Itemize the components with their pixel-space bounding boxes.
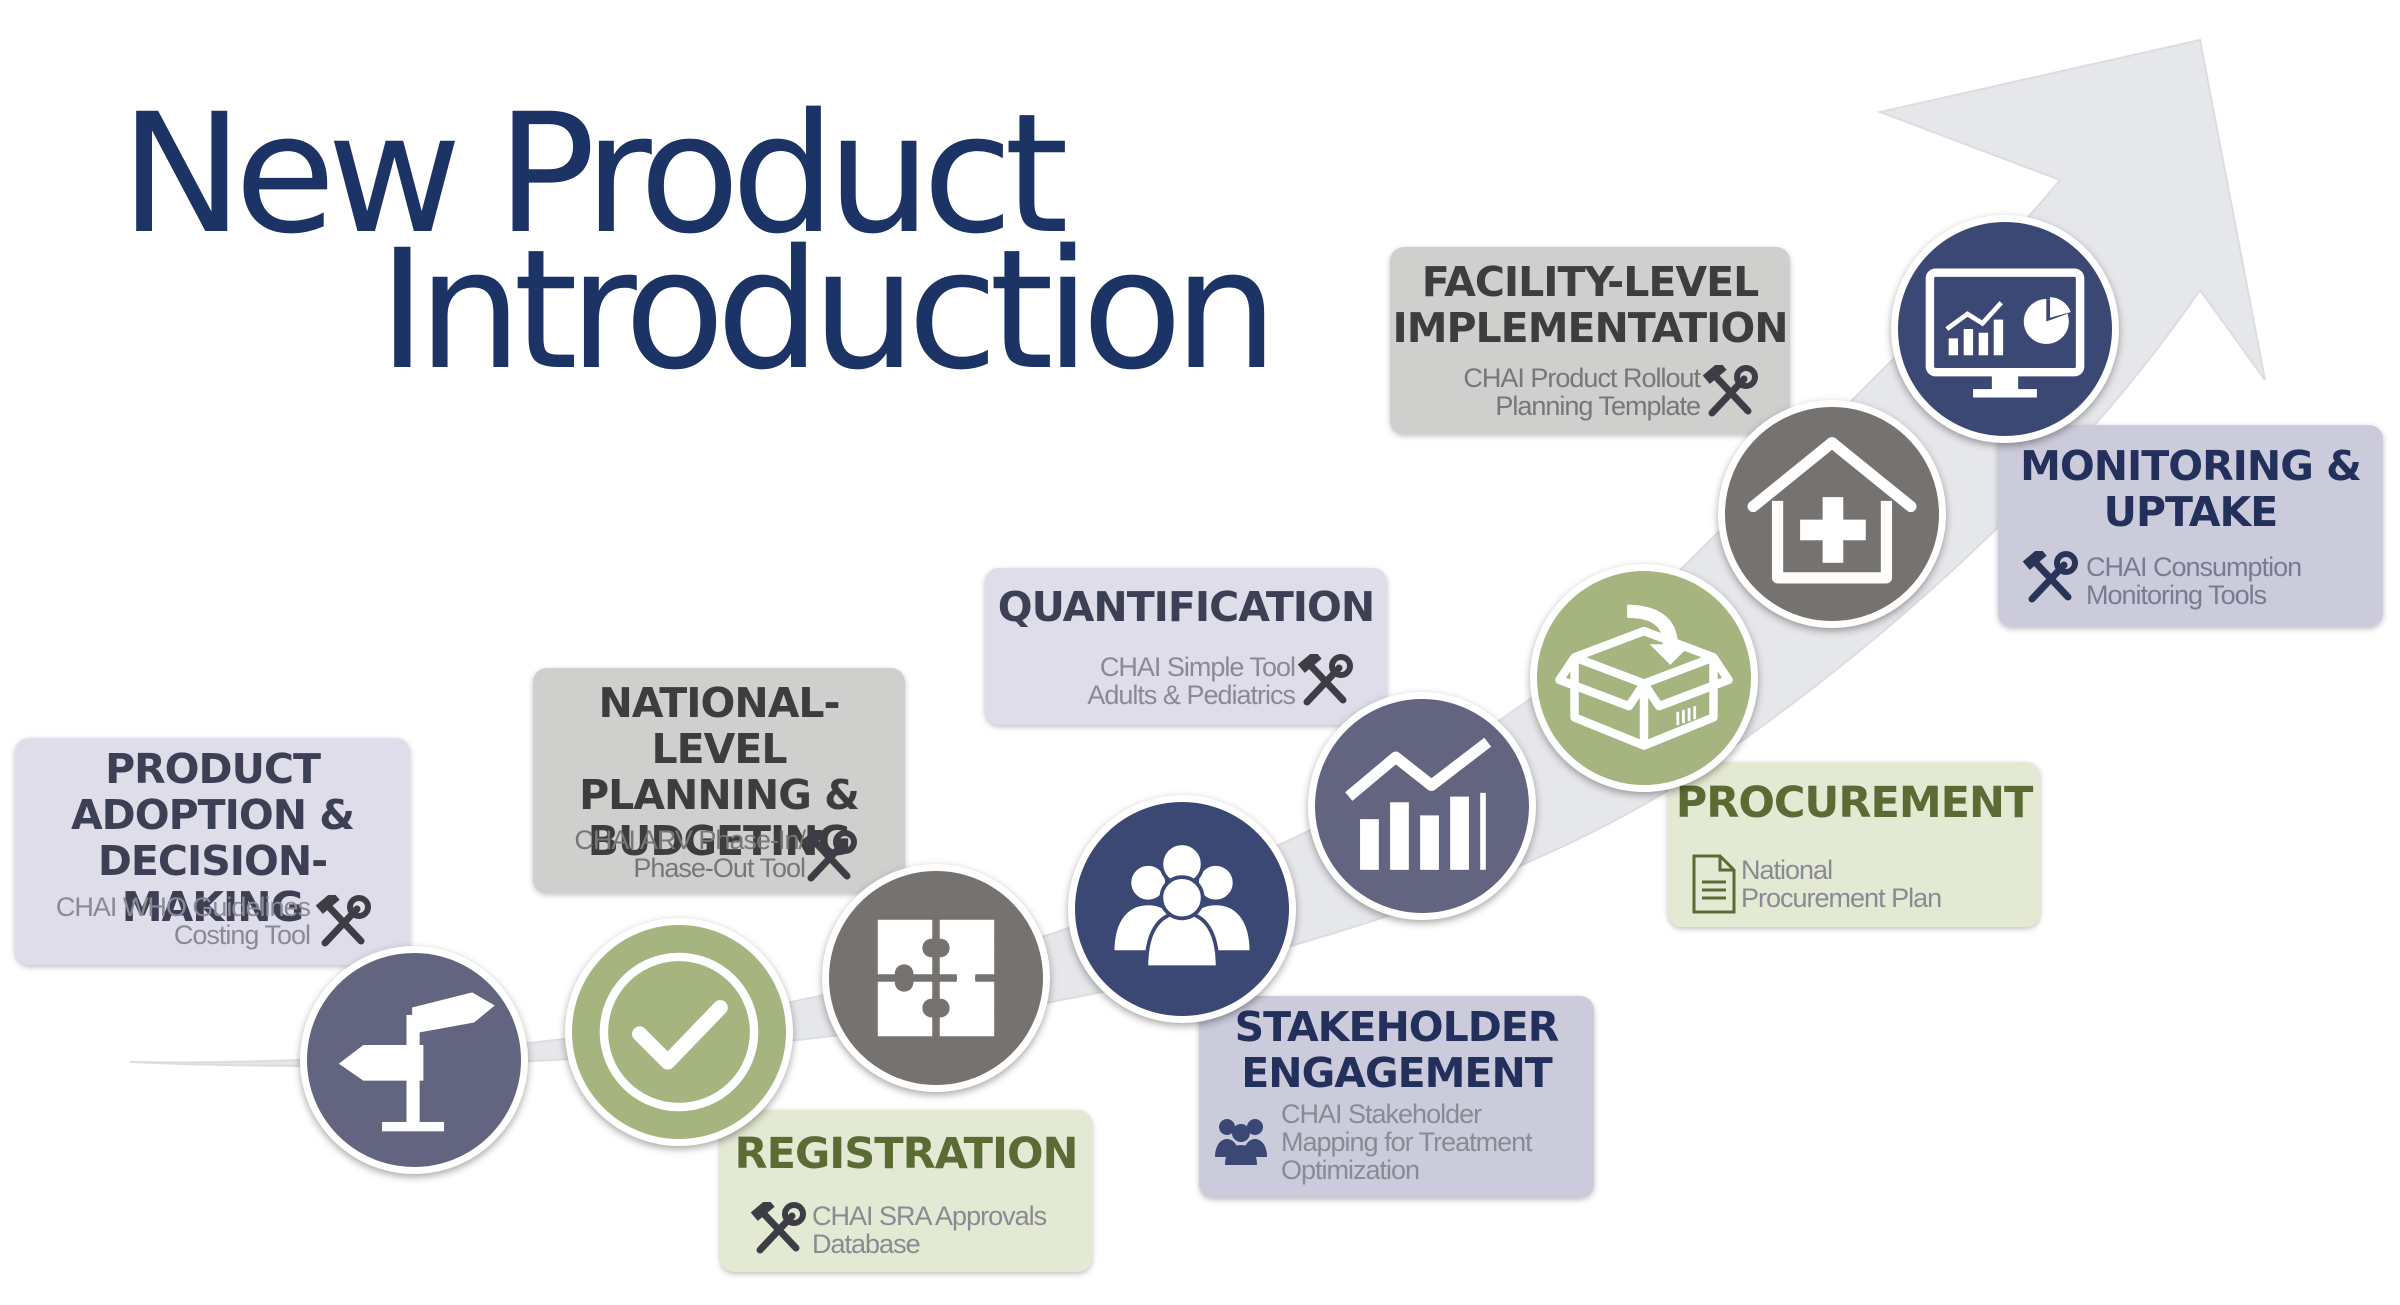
tool-line: Database xyxy=(812,1229,921,1259)
box-circle xyxy=(1530,564,1758,792)
tool-line: Planning Template xyxy=(1495,391,1701,421)
tool-line: CHAI SRA Approvals xyxy=(812,1201,1047,1231)
monitor-icon xyxy=(1925,268,2085,398)
heading-line: MONITORING & xyxy=(2020,442,2362,490)
tool-text: CHAI Product Rollout Planning Template xyxy=(1400,363,1701,421)
tool-text: CHAI SRA Approvals Database xyxy=(812,1202,1082,1258)
tool-line: Procurement Plan xyxy=(1741,883,1942,913)
step-box-quantification: QUANTIFICATION CHAI Simple Tool Adults &… xyxy=(985,568,1387,725)
clinic-circle xyxy=(1718,400,1946,628)
tool-line: CHAI Consumption xyxy=(2086,552,2302,582)
tool-text: CHAI Stakeholder Mapping for Treatment O… xyxy=(1281,1100,1586,1184)
checkmark-icon xyxy=(599,952,759,1112)
heading-line: DECISION-MAKING xyxy=(97,837,328,931)
tool-line: CHAI WHO Guidelines xyxy=(55,892,311,922)
step-box-procurement: PROCUREMENT National Procurement Plan xyxy=(1668,762,2040,927)
step-heading: MONITORING & UPTAKE xyxy=(1998,425,2383,535)
tools-icon xyxy=(1297,654,1353,706)
heading-line: PRODUCT xyxy=(105,745,321,793)
heading-line: REGISTRATION xyxy=(734,1129,1078,1179)
tools-icon xyxy=(1702,365,1758,417)
tool-line: CHAI Product Rollout xyxy=(1463,363,1701,393)
tool-line: CHAI Simple Tool xyxy=(1099,652,1296,682)
heading-line: ENGAGEMENT xyxy=(1241,1049,1552,1097)
tools-icon xyxy=(315,895,371,947)
step-box-registration: REGISTRATION CHAI SRA Approvals Database xyxy=(720,1110,1092,1272)
signpost-icon xyxy=(338,992,495,1132)
people-icon xyxy=(1215,1119,1267,1165)
heading-line: PLANNING & xyxy=(579,771,860,819)
tool-text: National Procurement Plan xyxy=(1741,856,2031,912)
step-box-national-planning: NATIONAL-LEVEL PLANNING & BUDGETING CHAI… xyxy=(533,668,905,893)
step-heading: REGISTRATION xyxy=(720,1110,1092,1178)
tools-icon xyxy=(801,830,857,882)
document-icon xyxy=(1692,854,1736,914)
page-title-line-2: Introduction xyxy=(378,214,1278,406)
step-heading: NATIONAL-LEVEL PLANNING & BUDGETING xyxy=(533,668,905,864)
signpost-circle xyxy=(300,946,528,1174)
tool-text: CHAI Simple Tool Adults & Pediatrics xyxy=(995,652,1296,710)
monitor-circle xyxy=(1891,215,2119,443)
heading-line: UPTAKE xyxy=(2103,488,2279,536)
step-box-monitoring-uptake: MONITORING & UPTAKE CHAI Consumption Mon… xyxy=(1998,425,2383,627)
heading-line: NATIONAL-LEVEL xyxy=(598,679,840,773)
clinic-icon xyxy=(1747,437,1917,584)
heading-line: ADOPTION & xyxy=(70,791,355,839)
step-box-product-adoption: PRODUCT ADOPTION & DECISION-MAKING CHAI … xyxy=(15,738,410,965)
puzzle-icon xyxy=(877,919,995,1037)
tool-line: CHAI Stakeholder xyxy=(1281,1099,1482,1129)
heading-line: STAKEHOLDER xyxy=(1234,1003,1560,1051)
tools-icon xyxy=(2022,551,2078,603)
tool-line: Monitoring Tools xyxy=(2086,580,2267,610)
page-title-line-1: New Product xyxy=(120,78,1069,270)
step-heading: STAKEHOLDER ENGAGEMENT xyxy=(1199,996,1594,1096)
puzzle-circle xyxy=(822,864,1050,1092)
heading-line: IMPLEMENTATION xyxy=(1392,304,1788,352)
checkmark-circle xyxy=(565,918,793,1146)
heading-line: FACILITY-LEVEL xyxy=(1421,258,1759,306)
step-box-stakeholder-engagement: STAKEHOLDER ENGAGEMENT CHAI Stakeholder … xyxy=(1199,996,1594,1198)
tool-text: CHAI WHO Guidelines Costing Tool xyxy=(25,892,311,950)
group-circle xyxy=(1068,795,1296,1023)
tool-line: Adults & Pediatrics xyxy=(1087,680,1296,710)
tool-text: CHAI ARV Phase-In/ Phase-Out Tool xyxy=(543,825,806,883)
heading-line: QUANTIFICATION xyxy=(997,583,1375,631)
step-heading: PRODUCT ADOPTION & DECISION-MAKING xyxy=(15,738,410,930)
step-box-facility-implementation: FACILITY-LEVEL IMPLEMENTATION CHAI Produ… xyxy=(1390,247,1790,434)
step-heading: FACILITY-LEVEL IMPLEMENTATION xyxy=(1390,247,1790,351)
tool-line: Mapping for Treatment xyxy=(1281,1127,1533,1157)
tool-line: National xyxy=(1741,855,1833,885)
tool-line: Phase-Out Tool xyxy=(633,853,806,883)
heading-line: PROCUREMENT xyxy=(1675,778,2034,828)
box-icon xyxy=(1555,604,1733,750)
tools-icon xyxy=(750,1202,806,1254)
tool-text: CHAI Consumption Monitoring Tools xyxy=(2086,553,2376,609)
group-icon xyxy=(1110,841,1254,970)
tool-line: Optimization xyxy=(1281,1155,1420,1185)
bar-chart-circle xyxy=(1308,692,1536,920)
bar-chart-icon xyxy=(1345,737,1492,870)
step-heading: PROCUREMENT xyxy=(1668,762,2040,827)
tool-line: Costing Tool xyxy=(173,920,311,950)
tool-line: CHAI ARV Phase-In/ xyxy=(574,825,806,855)
step-heading: QUANTIFICATION xyxy=(985,568,1387,630)
